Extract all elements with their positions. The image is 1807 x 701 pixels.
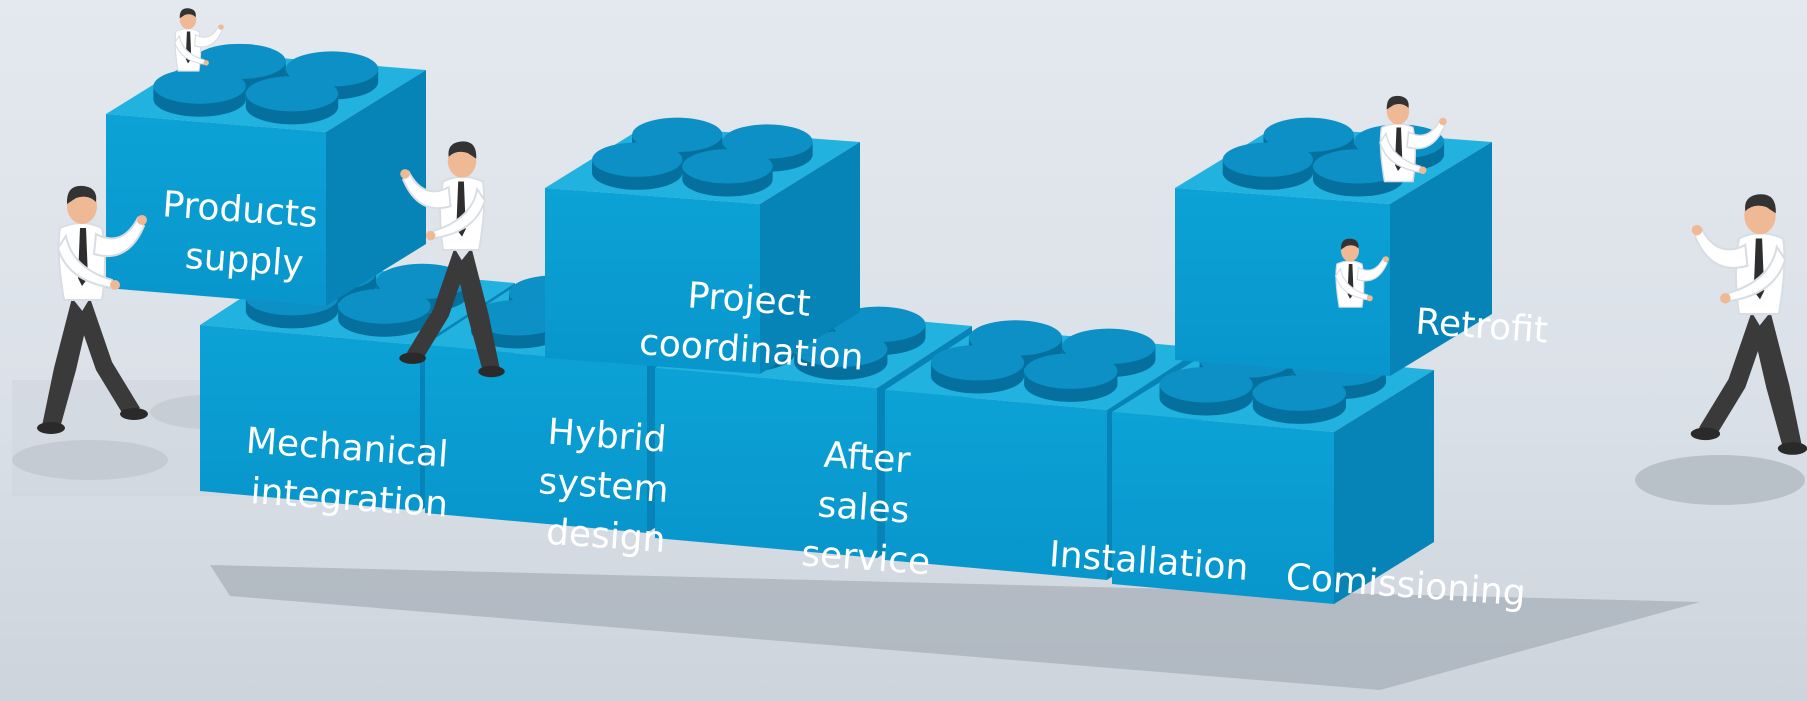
leg bbox=[406, 248, 466, 361]
worker-far-right bbox=[1690, 194, 1807, 455]
label-hybrid-system-design: Hybrid system design bbox=[534, 411, 685, 562]
shoe bbox=[1690, 427, 1721, 441]
stud-top bbox=[1159, 367, 1253, 403]
shoe bbox=[120, 408, 148, 420]
label-retrofit: Retrofit bbox=[1414, 301, 1549, 351]
shoe bbox=[37, 422, 65, 434]
hand bbox=[1366, 295, 1373, 302]
hand bbox=[1439, 117, 1447, 126]
stud-top bbox=[1252, 375, 1347, 411]
brick-side-face bbox=[760, 142, 860, 374]
shoe bbox=[478, 365, 505, 378]
hand bbox=[1383, 256, 1389, 263]
hair bbox=[179, 8, 196, 19]
hand bbox=[1419, 166, 1427, 174]
arm bbox=[1693, 226, 1749, 270]
hand bbox=[425, 230, 436, 241]
hair bbox=[448, 141, 477, 159]
arm bbox=[92, 216, 146, 258]
hand bbox=[1720, 293, 1731, 304]
leg bbox=[78, 298, 140, 416]
stud-top bbox=[338, 288, 431, 324]
shoe bbox=[399, 352, 426, 364]
hand bbox=[218, 24, 224, 30]
brick-front-face bbox=[106, 114, 326, 306]
brick-side-face bbox=[1390, 142, 1492, 376]
stud-top bbox=[632, 117, 723, 152]
stud-top bbox=[1222, 142, 1313, 177]
leg bbox=[42, 298, 88, 428]
brick-front-face bbox=[885, 390, 1107, 580]
label-after-sales-service: After sales service bbox=[800, 434, 938, 584]
hand bbox=[400, 169, 410, 179]
hand bbox=[1691, 224, 1703, 236]
stud-top bbox=[1263, 117, 1354, 152]
workers bbox=[37, 8, 1807, 455]
arm bbox=[194, 24, 223, 48]
brick-side-face bbox=[326, 70, 426, 306]
worker-middle bbox=[399, 141, 505, 378]
arm bbox=[402, 170, 452, 210]
brick-project-coordination bbox=[545, 117, 860, 374]
brick-front-face bbox=[655, 368, 877, 558]
stud-top bbox=[245, 76, 339, 112]
brick-front-face bbox=[200, 325, 420, 511]
hand bbox=[137, 215, 147, 225]
stud-top bbox=[1024, 353, 1118, 389]
brick-front-face bbox=[425, 345, 647, 533]
stud-top bbox=[722, 124, 813, 159]
worker-top-left bbox=[174, 8, 224, 72]
hair bbox=[1745, 194, 1776, 214]
label-products-supply: Products supply bbox=[158, 184, 331, 286]
leg bbox=[1753, 312, 1802, 449]
stud-top bbox=[794, 331, 888, 367]
stud-top bbox=[682, 149, 773, 184]
worker-small-right bbox=[1334, 238, 1389, 308]
hand bbox=[110, 280, 120, 290]
brick-side-face bbox=[1334, 370, 1434, 604]
hair bbox=[1386, 95, 1409, 110]
brick-front-face bbox=[1112, 412, 1334, 604]
brick-retrofit bbox=[1175, 117, 1492, 376]
stud-top bbox=[153, 68, 246, 104]
brick-front-face bbox=[1175, 188, 1390, 376]
stud-top bbox=[592, 142, 683, 177]
brick-products-supply bbox=[106, 43, 426, 306]
shoe bbox=[1777, 442, 1807, 455]
worker-left bbox=[37, 185, 148, 434]
hair bbox=[1340, 238, 1359, 250]
stud-top bbox=[930, 345, 1025, 381]
right-worker-shadow bbox=[1635, 455, 1805, 505]
leg bbox=[1699, 312, 1765, 436]
leg bbox=[456, 248, 500, 372]
arm bbox=[1406, 118, 1446, 150]
stud-top bbox=[470, 300, 565, 336]
brick-front-face bbox=[545, 188, 760, 374]
label-project-coordination: Project coordination bbox=[638, 272, 869, 378]
arm bbox=[1356, 256, 1388, 282]
worker-top-right bbox=[1379, 95, 1447, 183]
hand bbox=[203, 60, 209, 66]
hair bbox=[66, 185, 97, 204]
